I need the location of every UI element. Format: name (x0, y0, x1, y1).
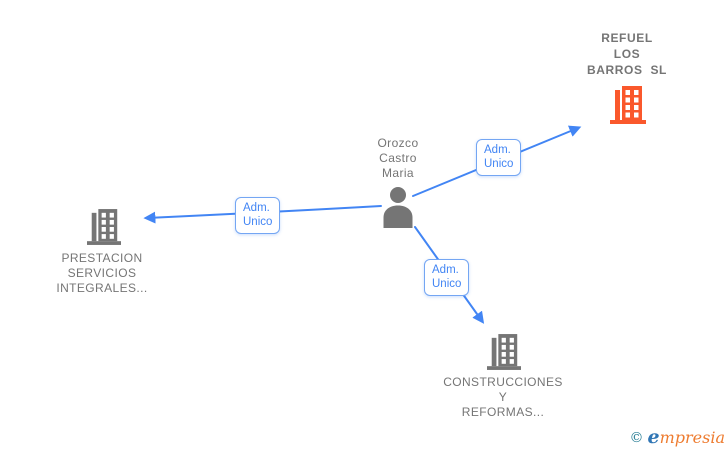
company-name-line: REFORMAS... (461, 405, 545, 419)
copyright-icon: © (629, 430, 644, 446)
building-icon-prestacion[interactable] (87, 209, 121, 245)
company-name-prestacion: PRESTACION SERVICIOS INTEGRALES... (27, 251, 177, 296)
company-name-line: PRESTACION (61, 251, 143, 265)
edge-label-line: Adm. (432, 264, 459, 276)
company-name-construcciones: CONSTRUCCIONES Y REFORMAS... (418, 375, 588, 420)
edge-label-adm-unico-prestacion[interactable]: Adm. Unico (235, 197, 281, 234)
person-name-line: Orozco (377, 136, 419, 150)
brand-initial: e (647, 426, 660, 448)
person-icon[interactable] (381, 186, 415, 228)
edge-label-line: Unico (432, 278, 462, 290)
edge-label-line: Adm. (484, 144, 511, 156)
edge-label-line: Adm. (243, 202, 270, 214)
company-name-line: BARROS SL (586, 63, 667, 77)
company-name-line: SERVICIOS (67, 266, 137, 280)
person-name-line: Castro (379, 151, 417, 165)
edge-label-adm-unico-construcciones[interactable]: Adm. Unico (424, 259, 470, 296)
company-name-line: CONSTRUCCIONES (443, 375, 563, 389)
person-name: Orozco Castro Maria (348, 136, 448, 181)
company-name-refuel: REFUEL LOS BARROS SL (552, 30, 702, 78)
brand-text: mpresia (659, 428, 725, 447)
person-name-line: Maria (381, 166, 414, 180)
company-name-line: LOS (613, 47, 641, 61)
edge-label-line: Unico (484, 158, 514, 170)
edge-label-line: Unico (243, 216, 273, 228)
company-name-line: REFUEL (601, 31, 653, 45)
company-name-line: INTEGRALES... (56, 281, 148, 295)
building-icon-construcciones[interactable] (487, 334, 521, 370)
empresia-watermark[interactable]: ©empresia (630, 426, 726, 448)
edge-label-adm-unico-refuel[interactable]: Adm. Unico (476, 139, 522, 176)
company-name-line: Y (498, 390, 508, 404)
building-icon-refuel[interactable] (610, 86, 646, 124)
